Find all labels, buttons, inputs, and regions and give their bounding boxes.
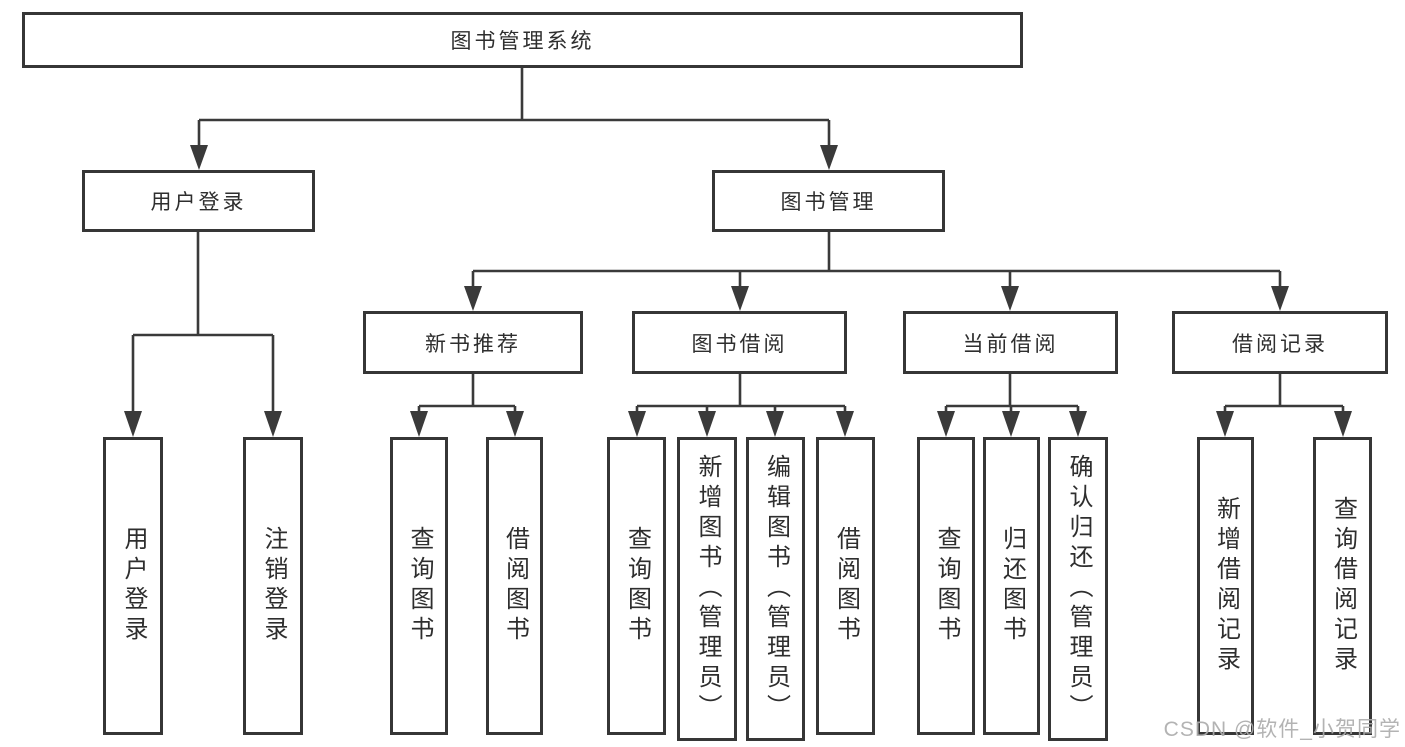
connector-line	[131, 232, 275, 414]
arrow-down-icon	[264, 411, 282, 437]
node-book-borrowing: 图书借阅	[632, 311, 847, 374]
node-label: 图书借阅	[691, 332, 788, 356]
leaf-label: 编辑图书（管理员）	[762, 454, 790, 724]
node-label: 图书管理	[780, 191, 877, 214]
connector-line	[471, 232, 1282, 288]
leaf-current-query-books: 查询图书	[917, 437, 975, 735]
connector-line	[944, 374, 1080, 414]
arrow-down-icon	[464, 286, 482, 311]
leaf-label: 用户登录	[120, 526, 147, 646]
node-user-login: 用户登录	[82, 170, 315, 232]
connector-line	[635, 374, 847, 414]
leaf-label: 查询图书	[623, 526, 651, 646]
arrow-down-icon	[506, 411, 524, 437]
leaf-logout: 注销登录	[243, 437, 303, 735]
leaf-label: 确认归还（管理员）	[1065, 454, 1092, 724]
leaf-return-books: 归还图书	[983, 437, 1040, 735]
leaf-borrowing-query-books: 查询图书	[607, 437, 666, 735]
arrow-down-icon	[1334, 411, 1352, 437]
leaf-label: 新增借阅记录	[1212, 496, 1240, 676]
arrow-down-icon	[124, 411, 142, 437]
node-borrow-records: 借阅记录	[1172, 311, 1388, 374]
leaf-label: 新增图书（管理员）	[694, 454, 721, 724]
arrow-down-icon	[766, 411, 784, 437]
arrow-down-icon	[1069, 411, 1087, 437]
arrow-down-icon	[628, 411, 646, 437]
arrow-down-icon	[410, 411, 428, 437]
node-label: 借阅记录	[1232, 332, 1328, 356]
arrow-down-icon	[190, 145, 208, 170]
leaf-label: 借阅图书	[832, 526, 860, 646]
csdn-watermark: CSDN @软件_小贺同学	[1163, 718, 1401, 741]
arrow-down-icon	[1216, 411, 1234, 437]
leaf-label: 借阅图书	[501, 526, 529, 646]
leaf-label: 查询借阅记录	[1329, 496, 1357, 676]
arrow-down-icon	[1002, 411, 1020, 437]
node-label: 图书管理系统	[450, 30, 595, 53]
leaf-label: 查询图书	[406, 526, 433, 646]
node-label: 用户登录	[150, 191, 247, 214]
node-current-borrowing: 当前借阅	[903, 311, 1118, 374]
arrow-down-icon	[820, 145, 838, 170]
arrow-down-icon	[937, 411, 955, 437]
arrow-down-icon	[1001, 286, 1019, 311]
node-book-management: 图书管理	[712, 170, 945, 232]
leaf-borrowing-borrow-books: 借阅图书	[816, 437, 875, 735]
leaf-label: 注销登录	[260, 526, 287, 646]
node-label: 当前借阅	[962, 332, 1059, 356]
node-new-book-recommend: 新书推荐	[363, 311, 583, 374]
leaf-user-login: 用户登录	[103, 437, 163, 735]
leaf-add-borrow-record: 新增借阅记录	[1197, 437, 1254, 735]
leaf-confirm-return-admin: 确认归还（管理员）	[1048, 437, 1108, 741]
leaf-label: 查询图书	[933, 526, 960, 646]
arrow-down-icon	[731, 286, 749, 311]
connector-line	[197, 68, 831, 147]
leaf-label: 归还图书	[998, 526, 1026, 646]
leaf-add-books-admin: 新增图书（管理员）	[677, 437, 737, 741]
arrow-down-icon	[698, 411, 716, 437]
node-label: 新书推荐	[425, 332, 521, 356]
leaf-recommend-query-books: 查询图书	[390, 437, 448, 735]
arrow-down-icon	[836, 411, 854, 437]
connector-line	[417, 374, 517, 414]
leaf-edit-books-admin: 编辑图书（管理员）	[746, 437, 805, 741]
node-library-management-system: 图书管理系统	[22, 12, 1023, 68]
leaf-recommend-borrow-books: 借阅图书	[486, 437, 543, 735]
connector-line	[1223, 374, 1345, 414]
arrow-down-icon	[1271, 286, 1289, 311]
leaf-query-borrow-record: 查询借阅记录	[1313, 437, 1372, 735]
